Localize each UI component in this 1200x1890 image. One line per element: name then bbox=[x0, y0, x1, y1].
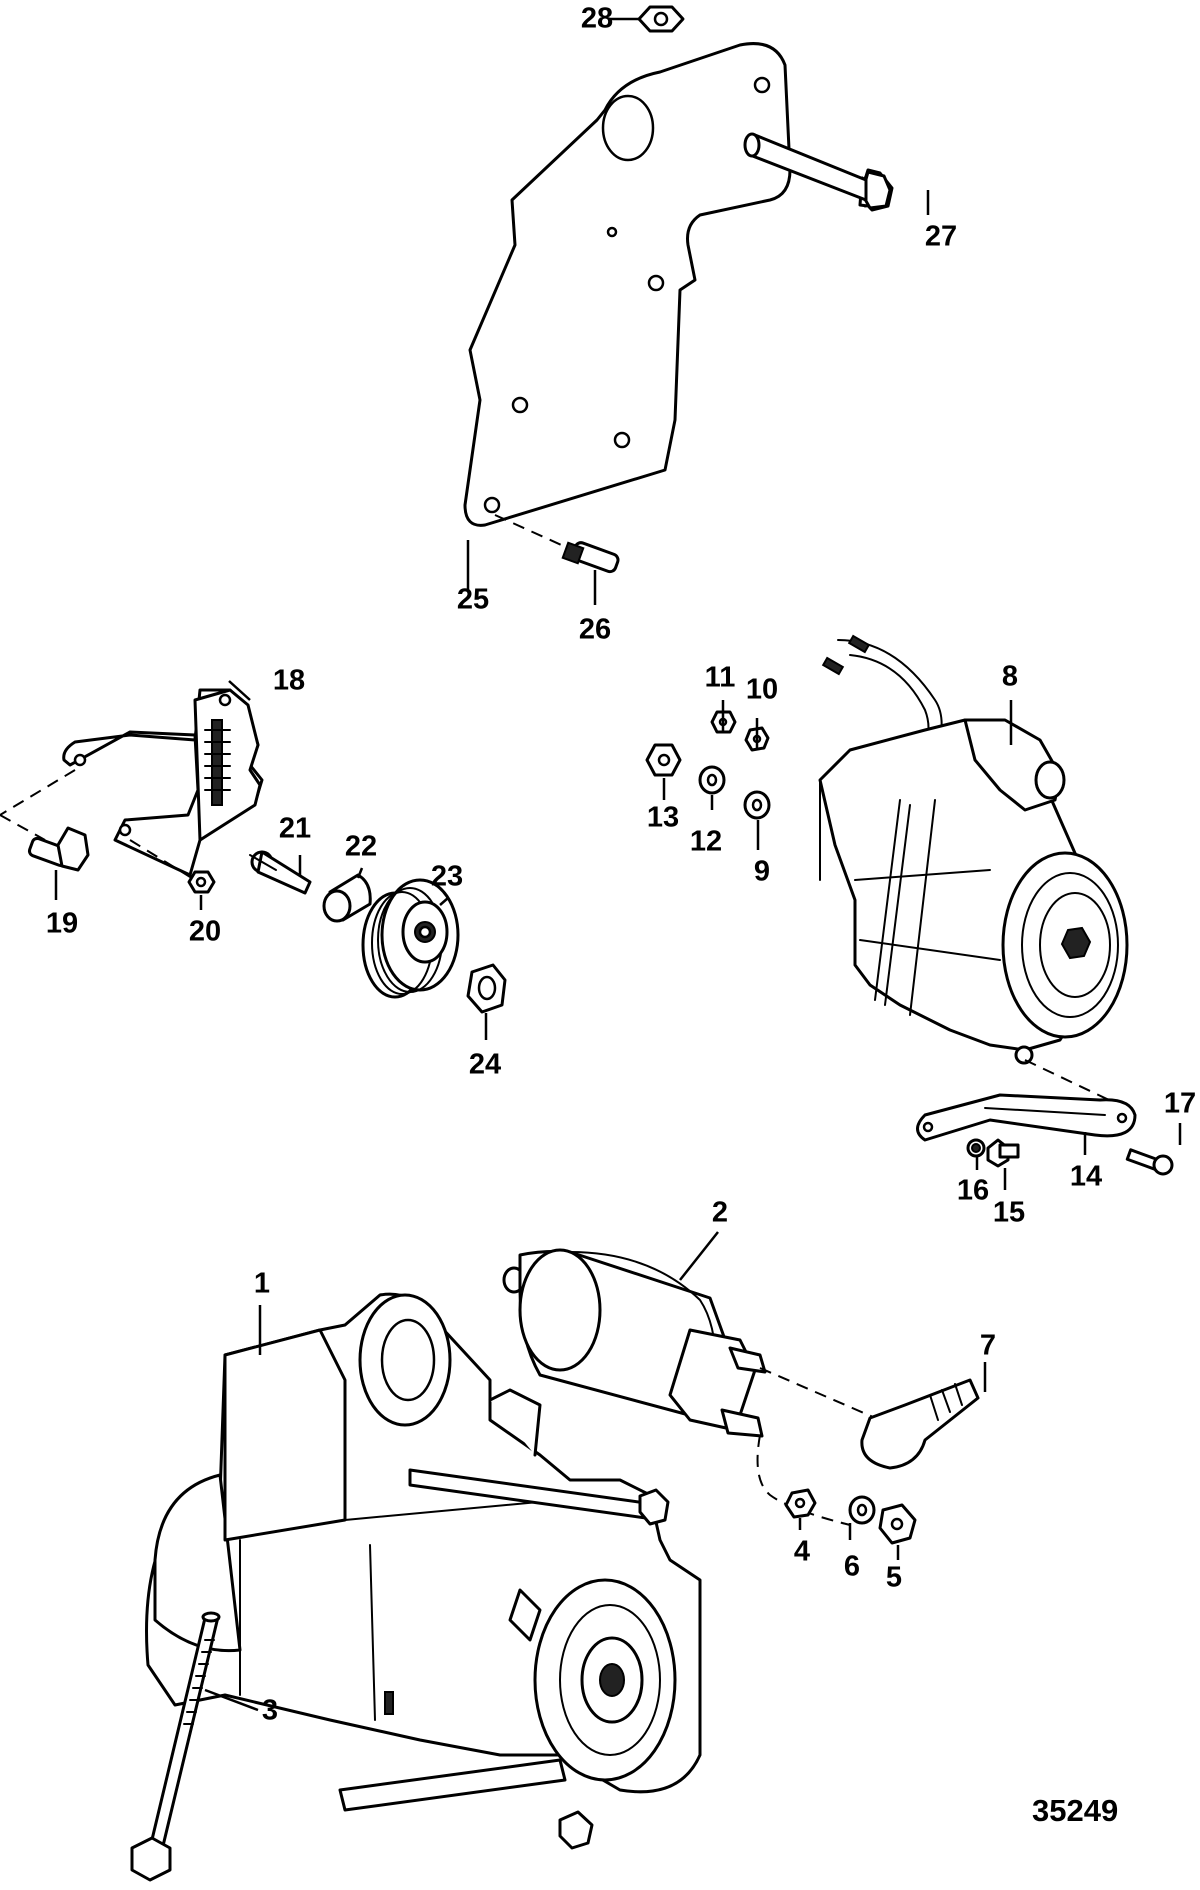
callout-4: 4 bbox=[793, 1535, 811, 1568]
part-28-nut bbox=[637, 5, 685, 33]
part-23-idler-pulley bbox=[361, 878, 460, 999]
part-2-solenoid bbox=[502, 1248, 881, 1526]
callout-10: 10 bbox=[745, 673, 779, 706]
callout-17: 17 bbox=[1163, 1087, 1197, 1120]
callout-18: 18 bbox=[272, 664, 306, 697]
callout-25: 25 bbox=[456, 583, 490, 616]
leader-lines bbox=[54, 17, 1182, 1712]
part-16-washer bbox=[966, 1138, 986, 1158]
part-21-bolt bbox=[249, 850, 312, 895]
callout-15: 15 bbox=[992, 1196, 1026, 1229]
callout-24: 24 bbox=[468, 1048, 502, 1081]
callout-9: 9 bbox=[753, 855, 771, 888]
part-22-spacer bbox=[322, 873, 372, 923]
callout-26: 26 bbox=[578, 613, 612, 646]
part-19-bolt bbox=[27, 826, 90, 872]
callout-5: 5 bbox=[885, 1561, 903, 1594]
callout-7: 7 bbox=[979, 1329, 997, 1362]
callout-1: 1 bbox=[253, 1267, 271, 1300]
part-9-washer bbox=[743, 790, 771, 820]
part-14-adjusting-bracket bbox=[916, 1093, 1137, 1142]
part-17-bolt bbox=[1125, 1148, 1174, 1176]
diagram-id-label: 35249 bbox=[1032, 1793, 1119, 1828]
callout-28: 28 bbox=[580, 2, 614, 35]
callout-3: 3 bbox=[261, 1694, 279, 1727]
callout-12: 12 bbox=[689, 825, 723, 858]
part-15-bolt bbox=[986, 1138, 1020, 1168]
part-4-nut bbox=[784, 1488, 817, 1519]
callout-6: 6 bbox=[843, 1550, 861, 1583]
part-7-terminal-boot bbox=[860, 1378, 980, 1470]
part-18-idler-bracket bbox=[0, 688, 264, 881]
part-27-bolt bbox=[743, 132, 894, 212]
part-20-nut bbox=[187, 870, 216, 894]
part-26-stud bbox=[494, 514, 620, 574]
callout-8: 8 bbox=[1001, 660, 1019, 693]
callout-20: 20 bbox=[188, 915, 222, 948]
callout-19: 19 bbox=[45, 907, 79, 940]
callout-21: 21 bbox=[278, 812, 312, 845]
callout-27: 27 bbox=[924, 220, 958, 253]
part-24-nut bbox=[466, 963, 507, 1014]
part-6-washer bbox=[848, 1495, 876, 1525]
callout-23: 23 bbox=[430, 860, 464, 893]
callout-13: 13 bbox=[646, 801, 680, 834]
part-3-bolt bbox=[130, 1611, 221, 1882]
callout-22: 22 bbox=[344, 830, 378, 863]
callout-16: 16 bbox=[956, 1174, 990, 1207]
callout-11: 11 bbox=[704, 661, 736, 694]
part-5-nut bbox=[878, 1503, 917, 1545]
callout-14: 14 bbox=[1069, 1160, 1103, 1193]
part-12-lock-washer bbox=[698, 765, 726, 795]
part-1-starter-motor bbox=[145, 1292, 702, 1850]
part-25-mounting-bracket bbox=[463, 42, 792, 527]
callout-2: 2 bbox=[711, 1196, 729, 1229]
part-8-alternator bbox=[818, 634, 1131, 1111]
part-13-nut bbox=[645, 743, 682, 777]
